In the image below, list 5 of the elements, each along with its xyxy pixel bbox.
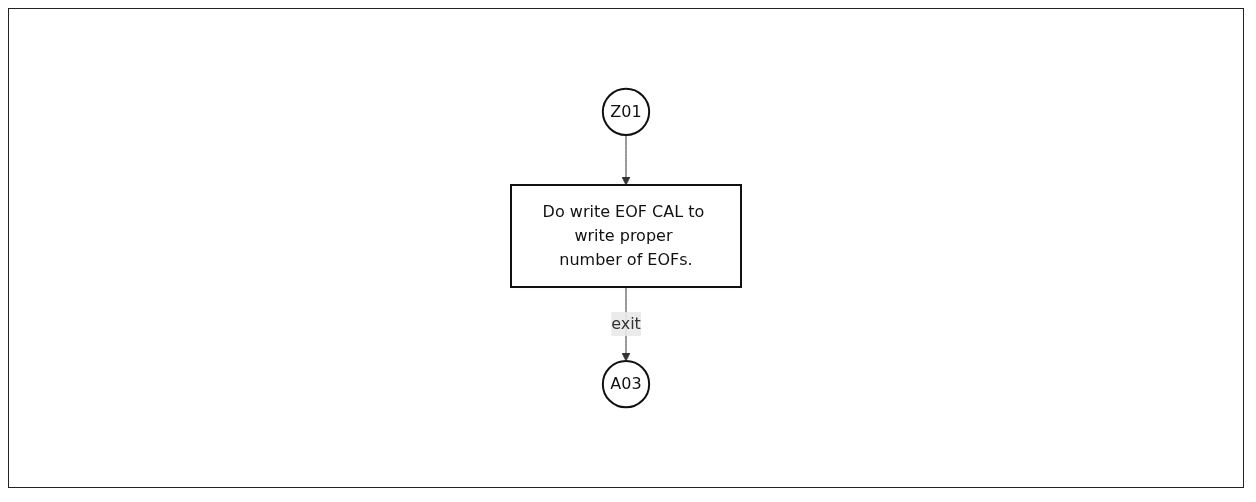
page-frame: Z01 Do write EOF CAL to write proper number of EOFs. exit A03 (8, 8, 1244, 488)
arrow (621, 134, 631, 186)
node-circle (601, 87, 651, 136)
node-box (510, 184, 742, 288)
node-circle (601, 360, 651, 409)
